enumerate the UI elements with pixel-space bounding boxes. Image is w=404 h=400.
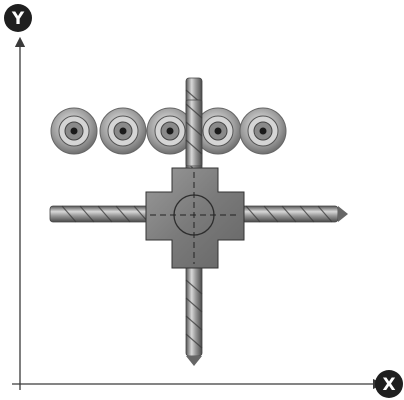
spot-icon (51, 108, 97, 154)
vertical-drill-front-segment (186, 100, 202, 166)
y-axis-badge: Y (4, 4, 32, 32)
y-axis-label: Y (11, 9, 25, 29)
spot-icon (100, 108, 146, 154)
x-axis-badge: X (375, 370, 403, 398)
spot-row (51, 108, 286, 154)
x-axis-label: X (382, 375, 395, 395)
spot-icon (240, 108, 286, 154)
cross-workpiece-icon (146, 168, 244, 268)
